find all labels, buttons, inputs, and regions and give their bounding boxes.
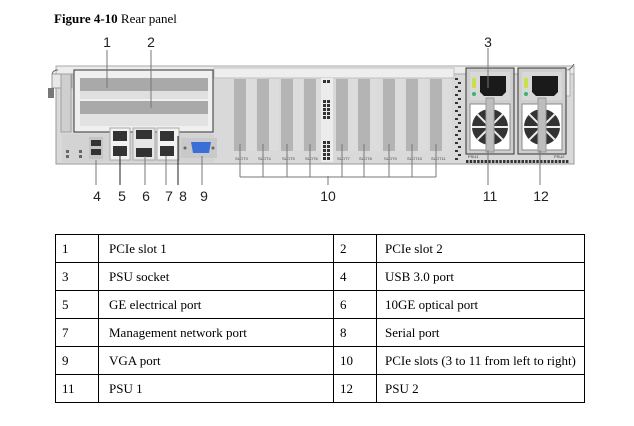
callout-number-cell: 10 [333, 346, 377, 375]
component-description-cell: USB 3.0 port [376, 262, 585, 291]
pcie-slot: SLOT10 [406, 79, 428, 161]
slot-label: SLOT6 [305, 156, 318, 161]
callout-number-cell: 7 [55, 318, 99, 347]
management-port [156, 127, 180, 161]
psu-label: PSU1 [468, 154, 479, 159]
optical-ports [132, 127, 156, 161]
component-description-cell: Management network port [98, 318, 334, 347]
psu-2: PSU2 [517, 67, 567, 159]
component-description-cell: Serial port [376, 318, 585, 347]
riser-card [73, 69, 214, 133]
connector-arrays [321, 78, 569, 163]
figure-title: Rear panel [120, 11, 177, 26]
psu-label: PSU2 [554, 154, 565, 159]
pcie-slot-1 [80, 78, 208, 91]
callout-number-cell: 6 [333, 290, 377, 319]
pcie-slots: SLOT3 SLOT4 SLOT5 SLOT6 SLOT7 SLOT8 SLOT9 SLOT1… [234, 79, 452, 161]
pcie-slot: SLOT7 [336, 79, 358, 161]
io-area [62, 127, 217, 162]
psu-1: PSU1 [465, 67, 515, 159]
callout-number-cell: 2 [333, 234, 377, 263]
callout-9: 9 [200, 188, 208, 204]
callout-number-cell: 11 [55, 374, 99, 403]
callout-number-cell: 4 [333, 262, 377, 291]
slot-label: SLOT10 [407, 156, 423, 161]
component-description-cell: PSU socket [98, 262, 334, 291]
psu-socket [532, 76, 558, 96]
rear-panel-diagram: SLOT3 SLOT4 SLOT5 SLOT6 SLOT7 SLOT8 SLOT9 SLOT1… [48, 48, 575, 185]
slot-label: SLOT8 [359, 156, 372, 161]
pcie-slot: SLOT4 [257, 79, 279, 161]
slot-bracket [239, 144, 437, 178]
component-description-cell: PSU 1 [98, 374, 334, 403]
psu-socket [480, 76, 506, 96]
callout-number-cell: 1 [55, 234, 99, 263]
callout-3: 3 [484, 34, 492, 50]
callout-5: 5 [118, 188, 126, 204]
component-description-cell: PSU 2 [376, 374, 585, 403]
figure-number: Figure 4-10 [54, 11, 118, 26]
slot-label: SLOT7 [337, 156, 350, 161]
leader-lines [95, 48, 541, 185]
slot-label: SLOT9 [384, 156, 397, 161]
slot-label: SLOT4 [258, 156, 271, 161]
callout-2: 2 [147, 34, 155, 50]
callout-number-cell: 3 [55, 262, 99, 291]
callout-10: 10 [320, 188, 336, 204]
callout-number-cell: 5 [55, 290, 99, 319]
slot-label: SLOT3 [235, 156, 248, 161]
callout-8: 8 [179, 188, 187, 204]
psu-bays: PSU1 PSU2 [465, 67, 567, 159]
callout-4: 4 [93, 188, 101, 204]
fan-grille [469, 103, 511, 151]
callout-7: 7 [165, 188, 173, 204]
slot-label: SLOT5 [282, 156, 295, 161]
pcie-slot: SLOT11 [430, 79, 452, 161]
callout-6: 6 [142, 188, 150, 204]
usb-ports [89, 137, 103, 159]
pcie-slot: SLOT8 [358, 79, 380, 161]
callout-12: 12 [533, 188, 549, 204]
callout-number-cell: 9 [55, 346, 99, 375]
pcie-slot-2 [80, 101, 208, 114]
slot-label: SLOT11 [431, 156, 446, 161]
callout-number-cell: 8 [333, 318, 377, 347]
callout-11: 11 [482, 188, 498, 204]
figure-caption: Figure 4-10 Rear panel [54, 11, 177, 27]
component-description-cell: 10GE optical port [376, 290, 585, 319]
component-description-cell: PCIe slot 2 [376, 234, 585, 263]
vga-port [181, 138, 217, 158]
component-description-cell: PCIe slot 1 [98, 234, 334, 263]
callout-number-cell: 12 [333, 374, 377, 403]
pcie-slot: SLOT3 [234, 79, 256, 161]
callout-1: 1 [103, 34, 111, 50]
component-description-cell: PCIe slots (3 to 11 from left to right) [376, 346, 585, 375]
pcie-slot: SLOT9 [383, 79, 405, 161]
component-description-cell: GE electrical port [98, 290, 334, 319]
component-description-cell: VGA port [98, 346, 334, 375]
pcie-slot: SLOT5 [281, 79, 303, 161]
